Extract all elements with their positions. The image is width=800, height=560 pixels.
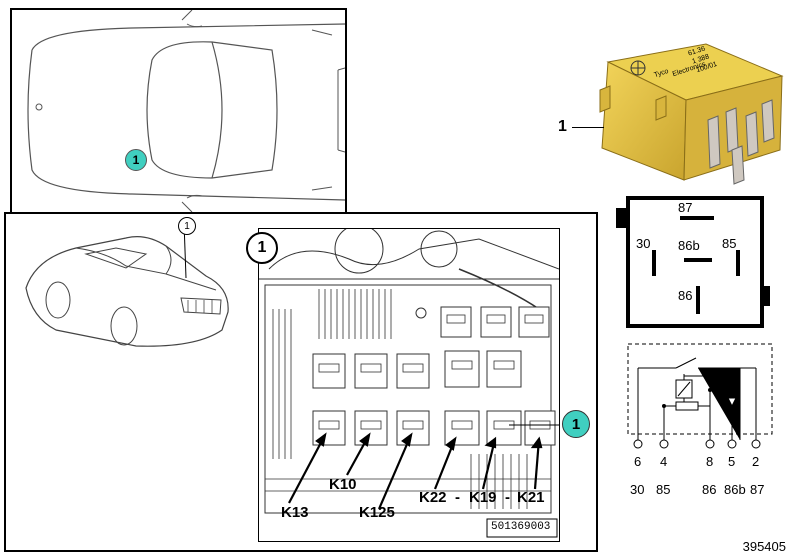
fusebox-drawing	[259, 229, 559, 538]
car-top-view-panel: 1	[10, 8, 347, 214]
fusebox-zoom-callout-label: 1	[257, 239, 267, 256]
car-3d-drawing	[25, 221, 229, 347]
label-k19: K19	[469, 489, 497, 506]
fusebox-zoom: K13 K10 K125 K22 - K19 - K21 501369003	[258, 228, 560, 542]
terminal-30: 30	[630, 482, 645, 497]
label-k21: K21	[517, 489, 545, 506]
label-k22: K22	[419, 489, 447, 506]
document-number: 395405	[742, 539, 786, 554]
relay-callout: 1	[558, 118, 567, 135]
label-k125: K125	[359, 504, 395, 521]
label-k13: K13	[281, 504, 309, 521]
pin-85-label: 85	[722, 236, 737, 251]
relay-leader-line	[572, 127, 604, 128]
pin-number-8: 8	[706, 454, 714, 469]
relay-schematic: 6 4 8 5 2 30 85 86 86b 87	[624, 340, 780, 500]
terminal-85: 85	[656, 482, 671, 497]
label-k10: K10	[329, 476, 357, 493]
pin-30-label: 30	[636, 236, 651, 251]
separator-1: -	[455, 489, 460, 506]
pin-number-2: 2	[752, 454, 760, 469]
location-panel: 1	[4, 212, 598, 552]
pin-86b-label: 86b	[678, 238, 700, 253]
terminal-86: 86	[702, 482, 717, 497]
relay-part: 61.36 1 388 100/01 Tyco Electronics	[596, 40, 790, 190]
relay-pin-diagram: 87 30 86b 85 86	[612, 194, 774, 330]
car-top-callout: 1	[125, 149, 147, 171]
pin-number-5: 5	[728, 454, 736, 469]
fusebox-callout-label: 1	[571, 415, 581, 433]
separator-2: -	[505, 489, 510, 506]
pin-87-label: 87	[678, 200, 693, 215]
schematic-drawing	[627, 343, 773, 449]
fusebox-callout: 1	[562, 410, 590, 438]
pin-number-4: 4	[660, 454, 668, 469]
fusebox-zoom-callout: 1	[246, 232, 278, 264]
fusebox-partcode: 501369003	[491, 521, 551, 533]
terminal-86b: 86b	[724, 482, 746, 497]
car-top-view-drawing	[27, 9, 346, 213]
pin-number-6: 6	[634, 454, 642, 469]
terminal-87: 87	[750, 482, 765, 497]
car-3d-callout: 1	[178, 217, 196, 235]
car-3d-callout-label: 1	[184, 220, 190, 232]
relay-drawing	[599, 43, 784, 185]
car-top-callout-label: 1	[132, 153, 140, 167]
pin-86-label: 86	[678, 288, 693, 303]
